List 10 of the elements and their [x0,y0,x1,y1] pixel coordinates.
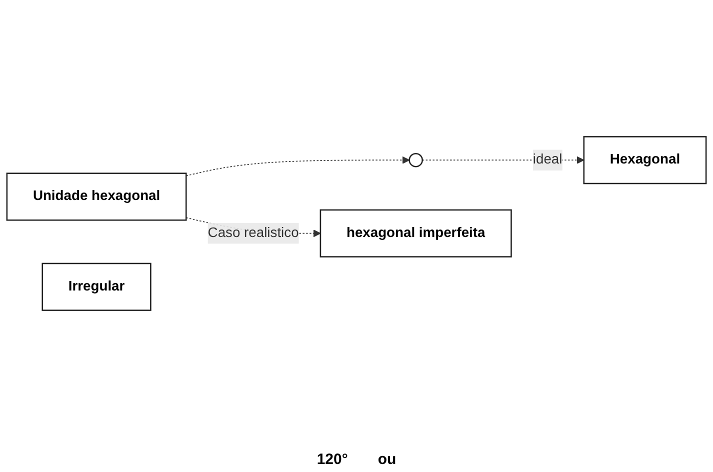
diagram-label: ou [378,451,396,468]
node-box: Hexagonal [583,136,707,184]
node-box: Irregular [42,262,152,311]
node-box: hexagonal imperfeita [320,209,512,258]
node-box: Unidade hexagonal [6,172,187,221]
edge-label: ideal [532,152,562,168]
arrow [186,156,410,176]
node-circle [408,152,423,168]
diagram-label: 120° [316,451,348,468]
edge-label: Caso realistico [208,226,299,240]
